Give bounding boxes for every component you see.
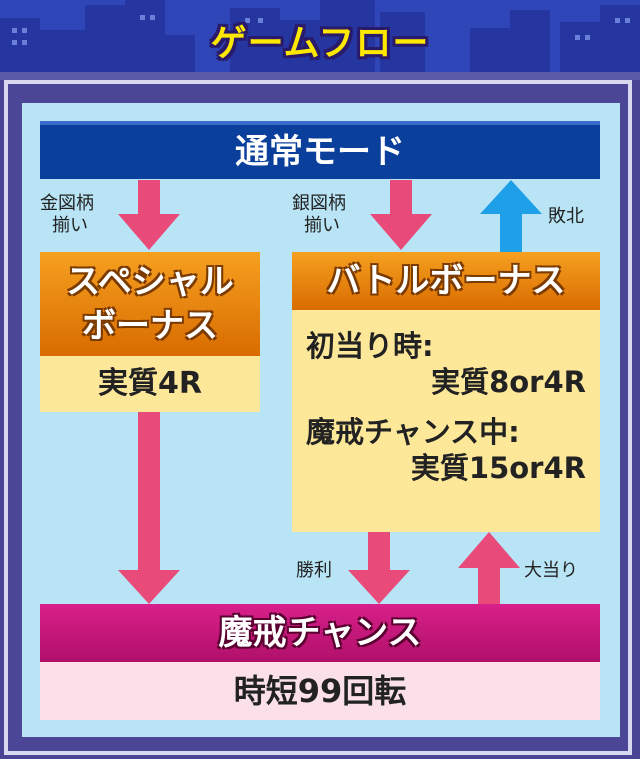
bighit-label: 大当り — [524, 560, 578, 581]
battle-chance-label: 魔戒チャンス中: — [306, 415, 520, 449]
arrow-special-to-makai-icon — [118, 412, 180, 604]
win-label: 勝利 — [296, 560, 332, 581]
page-title: ゲームフロー — [210, 23, 430, 64]
special-bonus-line2: ボーナス — [82, 306, 218, 346]
battle-bonus-detail-box: 初当り時: 実質8or4R 魔戒チャンス中: 実質15or4R — [292, 310, 600, 532]
battle-bonus-box: バトルボーナス — [292, 252, 600, 310]
makai-sub-label: 時短99回転 — [233, 672, 407, 710]
arrow-bighit-icon — [458, 532, 520, 606]
makai-chance-box: 魔戒チャンス — [40, 604, 600, 662]
special-bonus-sub: 実質4R — [98, 366, 202, 401]
gold-label: 金図柄 揃い — [40, 193, 94, 236]
defeat-label: 敗北 — [548, 206, 584, 227]
header-banner: ゲームフロー — [0, 0, 640, 80]
silver-label: 銀図柄 揃い — [292, 193, 346, 236]
battle-first-hit-value: 実質8or4R — [431, 365, 586, 399]
city-skyline-icon — [0, 0, 640, 80]
special-bonus-sub-box: 実質4R — [40, 356, 260, 412]
battle-bonus-label: バトルボーナス — [326, 261, 566, 301]
normal-mode-box: 通常モード — [40, 121, 600, 179]
special-bonus-line1: スペシャル — [66, 262, 234, 302]
arrow-gold-icon — [118, 180, 180, 250]
makai-chance-label: 魔戒チャンス — [218, 613, 422, 653]
arrow-win-icon — [348, 532, 410, 604]
normal-mode-label: 通常モード — [235, 132, 405, 172]
special-bonus-box: スペシャル ボーナス — [40, 252, 260, 356]
arrow-defeat-icon — [480, 180, 542, 252]
arrow-silver-icon — [370, 180, 432, 250]
battle-chance-value: 実質15or4R — [410, 451, 586, 485]
battle-first-hit-label: 初当り時: — [306, 329, 434, 363]
makai-sub-box: 時短99回転 — [40, 662, 600, 720]
